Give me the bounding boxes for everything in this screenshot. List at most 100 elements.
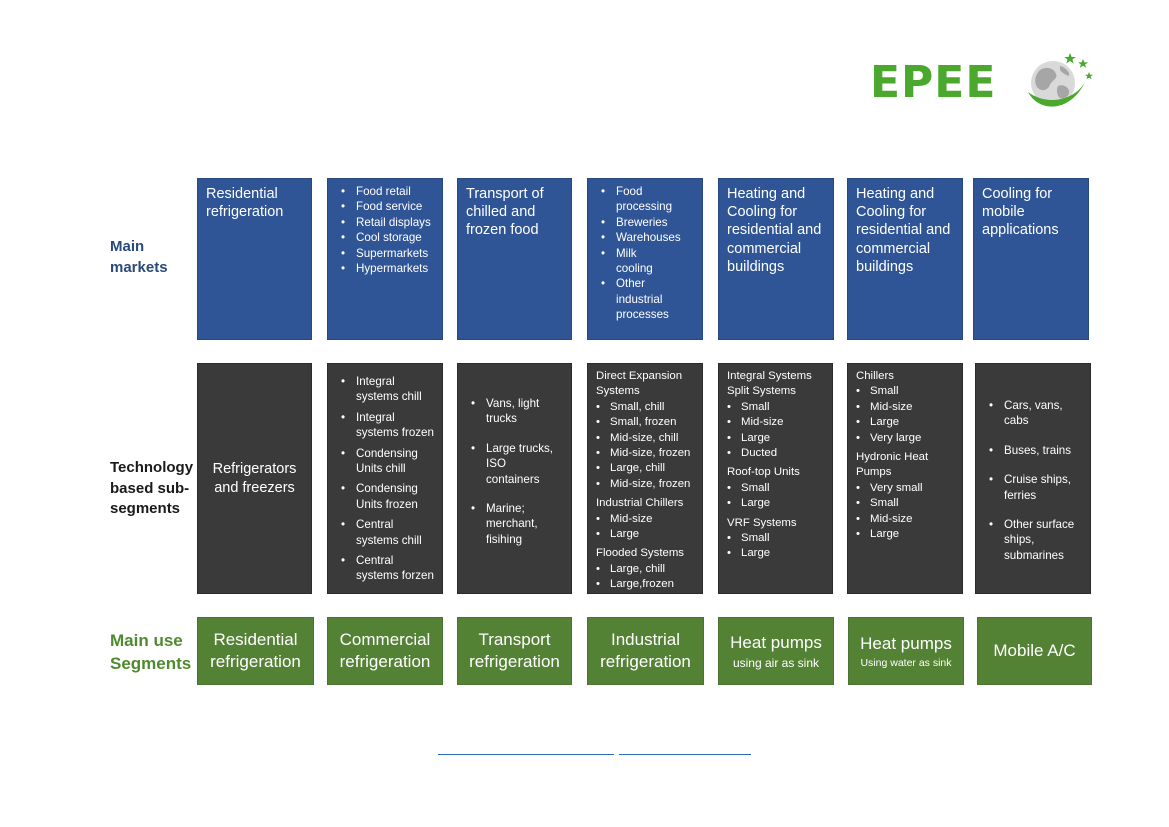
market-heating-cooling-air-text: Heating and Cooling for residential and …	[727, 186, 822, 275]
segment-transport-label: Transport refrigeration	[469, 630, 560, 671]
market-commercial-list: Food retail Food service Retail displays…	[334, 184, 436, 277]
list-item: Large, chill	[596, 562, 694, 578]
list-item: Supermarkets	[341, 246, 436, 262]
list-item: Large,frozen	[596, 577, 694, 593]
market-mobile-text: Cooling for mobile applications	[982, 186, 1059, 239]
list-item: Ducted	[727, 446, 824, 462]
segment-heat-pumps-air: Heat pumps using air as sink	[718, 617, 834, 685]
tech-heading: Hydronic Heat Pumps	[856, 451, 929, 479]
list-item: Large trucks, ISO containers	[471, 441, 559, 487]
tech-vrf-list: Small Large	[727, 531, 824, 562]
market-residential-text: Residential refrigeration	[206, 186, 284, 221]
segment-commercial: Commercial refrigeration	[327, 617, 443, 685]
list-item: Food retail	[341, 184, 436, 200]
list-item: Cars, vans, cabs	[989, 398, 1080, 429]
list-item: Large	[596, 527, 694, 543]
market-transport: Transport of chilled and frozen food	[457, 178, 572, 340]
market-heating-cooling-water: Heating and Cooling for residential and …	[847, 178, 963, 340]
market-commercial: Food retail Food service Retail displays…	[327, 178, 443, 340]
list-item: Small	[856, 384, 954, 400]
tech-heading: Roof-top Units	[727, 466, 800, 479]
footer-link-underline[interactable]	[438, 754, 614, 755]
list-item: Very large	[856, 431, 954, 447]
segment-heat-pumps-water: Heat pumps Using water as sink	[848, 617, 964, 685]
list-item: Very small	[856, 481, 954, 497]
tech-commercial: Integral systems chill Integral systems …	[327, 363, 443, 594]
list-item: Marine; merchant, fisihing	[471, 501, 559, 547]
tech-heading: VRF Systems	[727, 516, 797, 529]
tech-industrial-flooded-list: Large, chill Large,frozen	[596, 562, 694, 593]
tech-residential-text: Refrigerators and freezers	[212, 461, 297, 496]
list-item: Large	[727, 496, 824, 512]
footer-link-underline[interactable]	[619, 754, 751, 755]
tech-hydronic-list: Very small Small Mid-size Large	[856, 481, 954, 543]
market-industrial: Food processing Breweries Warehouses Mil…	[587, 178, 703, 340]
market-industrial-list: Food processing Breweries Warehouses Mil…	[594, 184, 696, 323]
tech-residential: Refrigerators and freezers	[197, 363, 312, 594]
list-item: Breweries	[601, 215, 676, 231]
list-item: Cool storage	[341, 230, 436, 246]
tech-heading: Chillers	[856, 370, 894, 382]
list-item: Buses, trains	[989, 443, 1080, 459]
list-item: Central systems chill	[341, 517, 436, 548]
segment-industrial-label: Industrial refrigeration	[600, 630, 691, 671]
list-item: Integral systems chill	[341, 374, 436, 405]
tech-heat-pumps-air: Integral Systems Split Systems Small Mid…	[718, 363, 833, 594]
tech-heading: Split Systems	[727, 385, 796, 398]
segment-residential: Residential refrigeration	[197, 617, 314, 685]
tech-commercial-list: Integral systems chill Integral systems …	[334, 374, 436, 584]
list-item: Cruise ships, ferries	[989, 472, 1080, 503]
list-item: Large	[856, 415, 954, 431]
tech-mobile: Cars, vans, cabs Buses, trains Cruise sh…	[975, 363, 1091, 594]
market-heating-cooling-water-text: Heating and Cooling for residential and …	[856, 186, 951, 275]
list-item: Hypermarkets	[341, 261, 436, 277]
tech-transport: Vans, light trucks Large trucks, ISO con…	[457, 363, 572, 594]
tech-chillers-list: Small Mid-size Large Very large	[856, 384, 954, 446]
segment-heat-pumps-air-label: Heat pumps	[730, 633, 822, 652]
tech-industrial: Direct Expansion Systems Small, chill Sm…	[587, 363, 703, 594]
tech-mobile-list: Cars, vans, cabs Buses, trains Cruise sh…	[982, 398, 1084, 563]
list-item: Large	[727, 546, 824, 562]
list-item: Food service	[341, 199, 436, 215]
segment-mobile-ac-label: Mobile A/C	[993, 641, 1076, 660]
tech-industrial-dx-list: Small, chill Small, frozen Mid-size, chi…	[596, 400, 694, 493]
tech-heading: Direct Expansion Systems	[596, 370, 683, 398]
market-heating-cooling-air: Heating and Cooling for residential and …	[718, 178, 834, 340]
list-item: Integral systems frozen	[341, 410, 436, 441]
list-item: Small	[727, 531, 824, 547]
list-item: Other surface ships, submarines	[989, 517, 1080, 563]
segment-commercial-label: Commercial refrigeration	[339, 630, 431, 671]
epee-logo: EPEE	[870, 48, 1095, 110]
row-label-main-markets: Main markets	[110, 238, 168, 276]
list-item: Other industrial processes	[601, 276, 676, 322]
list-item: Food processing	[601, 184, 676, 215]
tech-heading: Flooded Systems	[596, 547, 684, 560]
tech-industrial-chillers-list: Mid-size Large	[596, 512, 694, 543]
list-item: Vans, light trucks	[471, 396, 559, 427]
list-item: Condensing Units frozen	[341, 481, 436, 512]
list-item: Mid-size	[856, 400, 954, 416]
list-item: Large, chill	[596, 461, 694, 477]
segment-heat-pumps-water-sublabel: Using water as sink	[860, 657, 952, 669]
list-item: Small, chill	[596, 400, 694, 416]
list-item: Large	[856, 527, 954, 543]
list-item: Mid-size, chill	[596, 431, 694, 447]
list-item: Small, frozen	[596, 415, 694, 431]
list-item: Mid-size	[596, 512, 694, 528]
list-item: Milk cooling	[601, 246, 676, 277]
row-label-technology-sub-segments: Technology based sub-segments	[110, 459, 194, 517]
segment-transport: Transport refrigeration	[457, 617, 572, 685]
segment-industrial: Industrial refrigeration	[587, 617, 704, 685]
list-item: Mid-size, frozen	[596, 477, 694, 493]
market-mobile: Cooling for mobile applications	[973, 178, 1089, 340]
tech-rooftop-list: Small Large	[727, 481, 824, 512]
list-item: Small	[856, 496, 954, 512]
list-item: Warehouses	[601, 230, 681, 246]
list-item: Condensing Units chill	[341, 446, 436, 477]
row-label-main-use-segments: Main use Segments	[110, 631, 192, 673]
tech-heading: Integral Systems	[727, 370, 812, 382]
segment-heat-pumps-air-sublabel: using air as sink	[732, 656, 820, 670]
logo-text: EPEE	[870, 57, 997, 108]
globe-icon	[1028, 53, 1093, 107]
list-item: Mid-size	[856, 512, 954, 528]
